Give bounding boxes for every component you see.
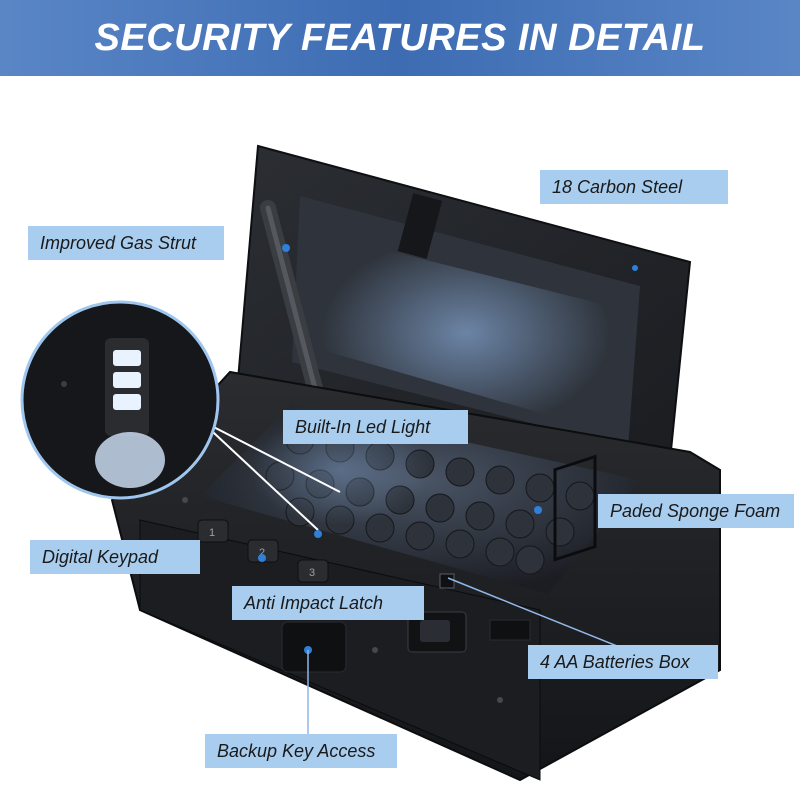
- keypad-zoom-inset: [20, 300, 341, 531]
- label-carbon-steel: 18 Carbon Steel: [540, 170, 728, 204]
- callout-pointers: [258, 506, 623, 738]
- page-title: SECURITY FEATURES IN DETAIL: [94, 16, 706, 59]
- keypad-buttons: 1 2 3: [197, 519, 329, 583]
- header-banner: SECURITY FEATURES IN DETAIL: [0, 0, 800, 76]
- label-batteries-box: 4 AA Batteries Box: [528, 645, 718, 679]
- keypad-digit: 2: [259, 547, 265, 559]
- label-digital-keypad: Digital Keypad: [30, 540, 200, 574]
- keypad-digit: 3: [309, 567, 315, 579]
- key-lock: [281, 621, 347, 673]
- keypad-digit: 1: [209, 527, 215, 539]
- label-led-light: Built-In Led Light: [283, 410, 468, 444]
- label-backup-key-access: Backup Key Access: [205, 734, 397, 768]
- label-gas-strut: Improved Gas Strut: [28, 226, 224, 260]
- label-sponge-foam: Paded Sponge Foam: [598, 494, 794, 528]
- gas-strut: [260, 200, 326, 408]
- label-anti-impact-latch: Anti Impact Latch: [232, 586, 424, 620]
